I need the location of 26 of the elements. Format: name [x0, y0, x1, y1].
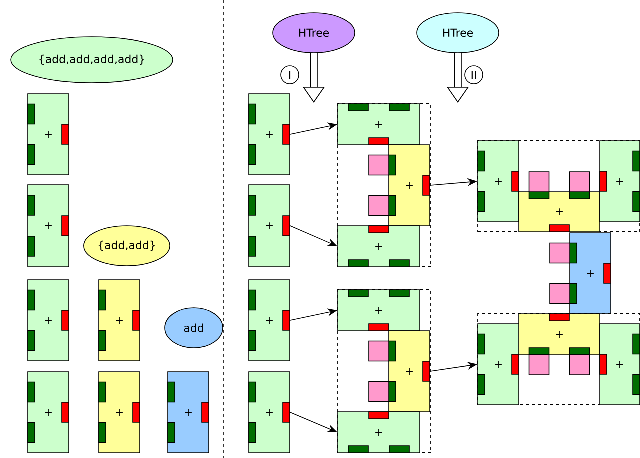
adder-block: +: [338, 226, 420, 268]
adder-block: +: [338, 412, 420, 454]
adder-block: +: [248, 372, 290, 454]
adder-block: +: [518, 314, 600, 356]
adder-block: +: [28, 94, 70, 176]
adder-block: +: [248, 94, 290, 176]
adder-block: +: [600, 140, 640, 222]
adder-block: +: [338, 290, 420, 332]
adder-block: +: [388, 330, 430, 412]
adder-block: +: [28, 372, 70, 454]
adder-block: +: [478, 324, 520, 406]
adder-block: +: [98, 280, 140, 362]
adder-block: +: [248, 280, 290, 362]
adder-block: +: [570, 232, 612, 314]
adder-block: +: [28, 184, 70, 268]
adder-block: +: [600, 324, 640, 406]
adder-block: +: [388, 144, 430, 226]
adder-block: +: [478, 140, 520, 222]
adder-block: +: [98, 372, 140, 454]
adder-block: +: [518, 192, 600, 232]
adder-block: +: [168, 372, 210, 454]
adder-block: +: [338, 104, 420, 146]
adder-block: +: [28, 280, 70, 362]
circled-numeral: II: [464, 66, 484, 84]
adder-block: +: [248, 184, 290, 268]
circled-numeral: I: [280, 66, 300, 84]
